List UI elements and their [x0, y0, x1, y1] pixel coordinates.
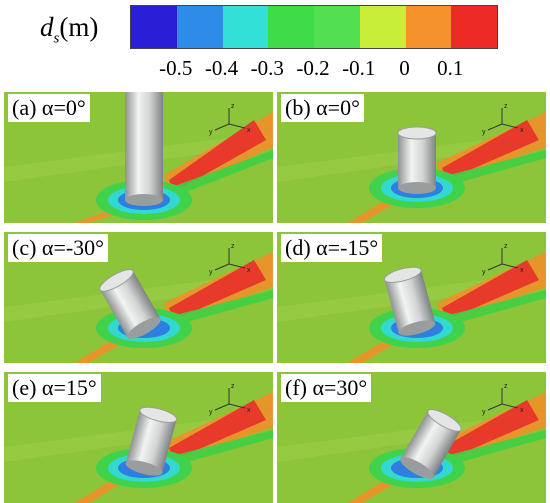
cylinder-top	[383, 266, 422, 283]
panel-4: z y x (e) α=15°	[4, 372, 273, 503]
wake-plume-green	[164, 290, 273, 328]
cylinder	[125, 406, 178, 476]
colorbar-swatch-5	[359, 6, 406, 48]
wake-plume-green	[437, 430, 546, 468]
legend-quantity: d	[40, 12, 54, 42]
legend-unit: (m)	[59, 12, 99, 42]
colorbar-swatch-6	[405, 6, 452, 48]
wake-plume-green	[437, 150, 546, 188]
cylinder-top	[427, 409, 462, 432]
axis-triad	[214, 248, 246, 271]
panel-label: (a) α=0°	[8, 94, 90, 122]
colorbar-tick-label: -0.4	[204, 56, 239, 80]
wake-plume-red	[169, 260, 266, 320]
panel-label: (f) α=30°	[281, 374, 372, 402]
wake-plume-red	[442, 260, 539, 320]
cylinder-body	[125, 409, 177, 473]
panel-0: z y x (a) α=0°	[4, 92, 273, 223]
cylinder	[400, 409, 462, 479]
legend-subscript: s	[53, 30, 60, 47]
wake-plume-green	[164, 150, 273, 200]
colorbar-swatch-1	[176, 6, 223, 48]
wake-plume-green	[164, 430, 273, 468]
colorbar-swatch-0	[131, 6, 177, 48]
panel-plot: z y x	[4, 92, 273, 223]
legend-label: ds(m)	[40, 12, 98, 47]
wake-plume-red	[442, 400, 539, 460]
colorbar-tick-label: 0.1	[437, 56, 464, 80]
panel-2: z y x (c) α=-30°	[4, 232, 273, 363]
axis-letter: y	[209, 409, 213, 416]
axis-letter: z	[504, 103, 508, 110]
wake-plume-red	[442, 120, 539, 180]
colorbar-tick-label: -0.5	[159, 56, 193, 80]
axis-letter: x	[247, 127, 251, 134]
axis-letter: y	[209, 129, 213, 136]
cylinder-top	[99, 269, 134, 292]
axis-letter: y	[482, 129, 486, 136]
panel-5: z y x (f) α=30°	[277, 372, 546, 503]
panel-grid: z y x (a) α=0° z y x (b) α=0° z y x (c) α=-30° z y x (d…	[0, 92, 550, 503]
cylinder-top	[139, 406, 178, 423]
colorbar-tick-label: 0	[399, 56, 410, 80]
colorbar-swatch-3	[268, 6, 314, 48]
cylinder-base	[125, 194, 163, 206]
colorbar-tick-label: -0.1	[342, 56, 376, 80]
panel-3: z y x (d) α=-15°	[277, 232, 546, 363]
panel-label: (b) α=0°	[281, 94, 364, 122]
panel-label: (d) α=-15°	[281, 234, 383, 262]
axis-triad	[214, 388, 246, 411]
cylinder-base	[398, 320, 436, 336]
colorbar-tick-label: -0.3	[250, 56, 284, 80]
axis-letter: x	[520, 407, 524, 414]
cylinder	[99, 269, 161, 339]
wake-plume-green	[437, 290, 546, 328]
panel-plot: z y x	[277, 92, 546, 223]
axis-triad	[487, 388, 519, 411]
panel-label: (c) α=-30°	[8, 234, 108, 262]
cylinder-base	[127, 317, 161, 339]
cylinder	[397, 126, 437, 194]
wake-plume-red	[169, 120, 266, 192]
wake-plume-red	[169, 400, 266, 460]
axis-triad	[487, 248, 519, 271]
colorbar-swatch-4	[314, 6, 360, 48]
colorbar-swatch-7	[451, 6, 497, 48]
panel-plot: z y x	[4, 372, 273, 503]
axis-letter: x	[520, 267, 524, 274]
axis-triad	[487, 108, 519, 131]
axis-letter: y	[482, 269, 486, 276]
axis-letter: z	[504, 383, 508, 390]
axis-letter: x	[247, 407, 251, 414]
axis-letter: z	[231, 243, 235, 250]
axis-letter: y	[482, 409, 486, 416]
colorbar-ticks: -0.5 -0.4 -0.3 -0.2 -0.1 0 0.1	[0, 56, 550, 86]
cylinder-base	[125, 460, 163, 476]
cylinder	[383, 266, 436, 336]
cylinder-body	[384, 269, 436, 333]
axis-letter: x	[247, 267, 251, 274]
cylinder-body	[125, 92, 163, 200]
axis-letter: x	[520, 127, 524, 134]
colorbar	[130, 5, 498, 49]
cylinder-base	[400, 457, 434, 479]
colorbar-swatch-2	[222, 6, 269, 48]
axis-triad	[214, 108, 246, 131]
cylinder	[125, 92, 163, 206]
panel-label: (e) α=15°	[8, 374, 101, 402]
cylinder-body	[398, 133, 436, 188]
cylinder-base	[398, 182, 436, 194]
axis-letter: z	[504, 243, 508, 250]
axis-letter: y	[209, 269, 213, 276]
cylinder-top	[397, 126, 437, 140]
colorbar-tick-label: -0.2	[296, 56, 330, 80]
axis-letter: z	[231, 383, 235, 390]
axis-letter: z	[231, 103, 235, 110]
panel-1: z y x (b) α=0°	[277, 92, 546, 223]
